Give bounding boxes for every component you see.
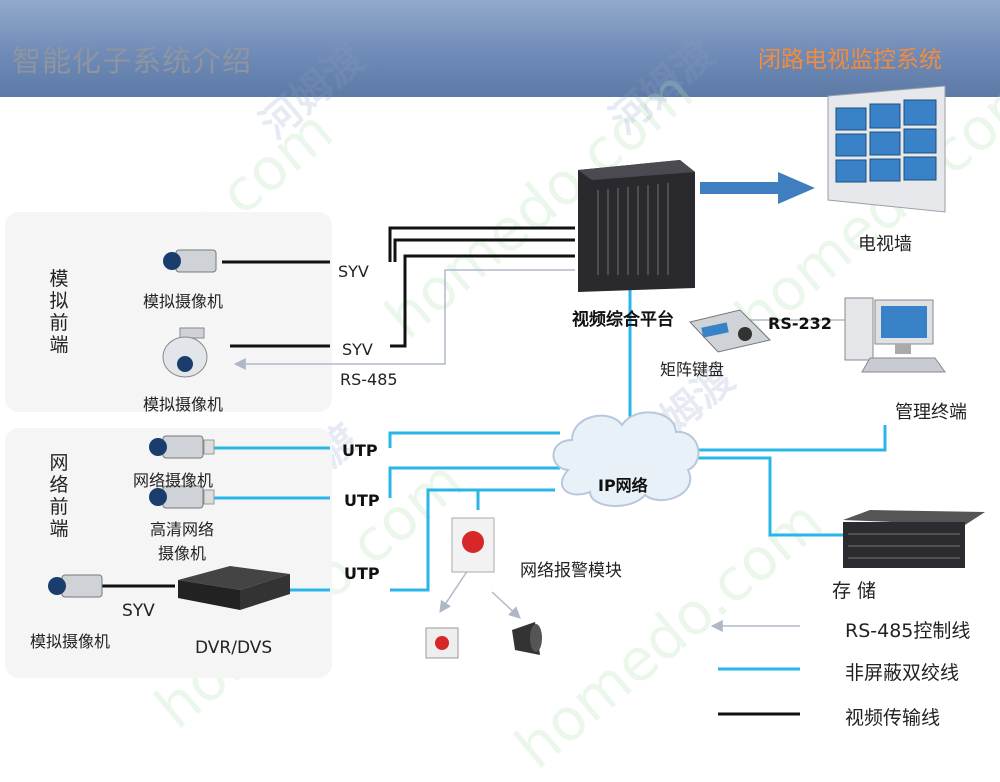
storage-label: 存 储 bbox=[832, 580, 877, 602]
page-subtitle: 闭路电视监控系统 bbox=[758, 47, 942, 73]
matrix-keyboard-icon bbox=[689, 309, 771, 353]
analog-camera-label: 模拟摄像机 bbox=[143, 292, 224, 311]
terminal-label: 管理终端 bbox=[895, 402, 967, 423]
video-wall-icon bbox=[827, 85, 946, 213]
siren-icon bbox=[512, 622, 542, 655]
analog-frontend-panel bbox=[5, 212, 332, 412]
legend-utp: 非屏蔽双绞线 bbox=[845, 662, 960, 684]
rs232-label: RS-232 bbox=[768, 314, 832, 333]
group-label-text: 网络前端 bbox=[49, 452, 69, 540]
dome-camera-icon bbox=[162, 327, 208, 378]
analog-camera-label: 模拟摄像机 bbox=[30, 632, 111, 651]
group-label-text: 模拟前端 bbox=[49, 268, 69, 356]
syv-label: SYV bbox=[122, 601, 155, 621]
hd-network-camera-icon bbox=[149, 485, 215, 509]
network-camera-label: 网络摄像机 bbox=[133, 471, 214, 490]
analog-camera-label: 模拟摄像机 bbox=[143, 395, 224, 414]
syv-label: SYV bbox=[342, 340, 373, 359]
control-lines bbox=[233, 269, 855, 619]
dvr-label: DVR/DVS bbox=[195, 638, 273, 658]
network-frontend-panel bbox=[5, 428, 332, 678]
network-group-label: 网络前端 bbox=[48, 452, 70, 540]
analog-camera-icon bbox=[48, 574, 103, 598]
management-terminal-icon bbox=[844, 297, 946, 373]
alarm-module-icon bbox=[451, 517, 495, 573]
header-bar: 智能化子系统介绍 闭路电视监控系统 bbox=[0, 0, 1000, 97]
video-lines bbox=[100, 226, 575, 588]
syv-label: SYV bbox=[338, 262, 369, 281]
utp-label: UTP bbox=[344, 491, 380, 510]
legend-rs485: RS-485控制线 bbox=[845, 620, 971, 642]
dvr-icon bbox=[178, 566, 290, 610]
keyboard-label: 矩阵键盘 bbox=[660, 360, 725, 379]
ip-network-label: IP网络 bbox=[598, 476, 648, 495]
output-arrow bbox=[700, 172, 815, 204]
rs485-label: RS-485 bbox=[340, 370, 398, 389]
analog-group-label: 模拟前端 bbox=[48, 268, 70, 356]
utp-label: UTP bbox=[342, 441, 378, 460]
hd-camera-label: 高清网络摄像机 bbox=[149, 520, 214, 563]
network-diagram bbox=[48, 85, 985, 716]
ip-network-cloud bbox=[552, 411, 700, 508]
legend-video: 视频传输线 bbox=[845, 707, 941, 729]
platform-label: 视频综合平台 bbox=[572, 310, 674, 330]
video-platform-icon bbox=[578, 160, 695, 292]
utp-lines bbox=[212, 290, 887, 592]
page-title: 智能化子系统介绍 bbox=[12, 44, 253, 78]
network-camera-icon bbox=[149, 435, 215, 459]
alarm-button-icon bbox=[425, 627, 459, 659]
storage-icon bbox=[843, 510, 985, 568]
legend-lines bbox=[710, 620, 800, 716]
utp-label: UTP bbox=[344, 564, 380, 583]
analog-camera-icon bbox=[163, 249, 217, 273]
alarm-module-label: 网络报警模块 bbox=[520, 561, 622, 581]
video-wall-label: 电视墙 bbox=[858, 234, 912, 255]
